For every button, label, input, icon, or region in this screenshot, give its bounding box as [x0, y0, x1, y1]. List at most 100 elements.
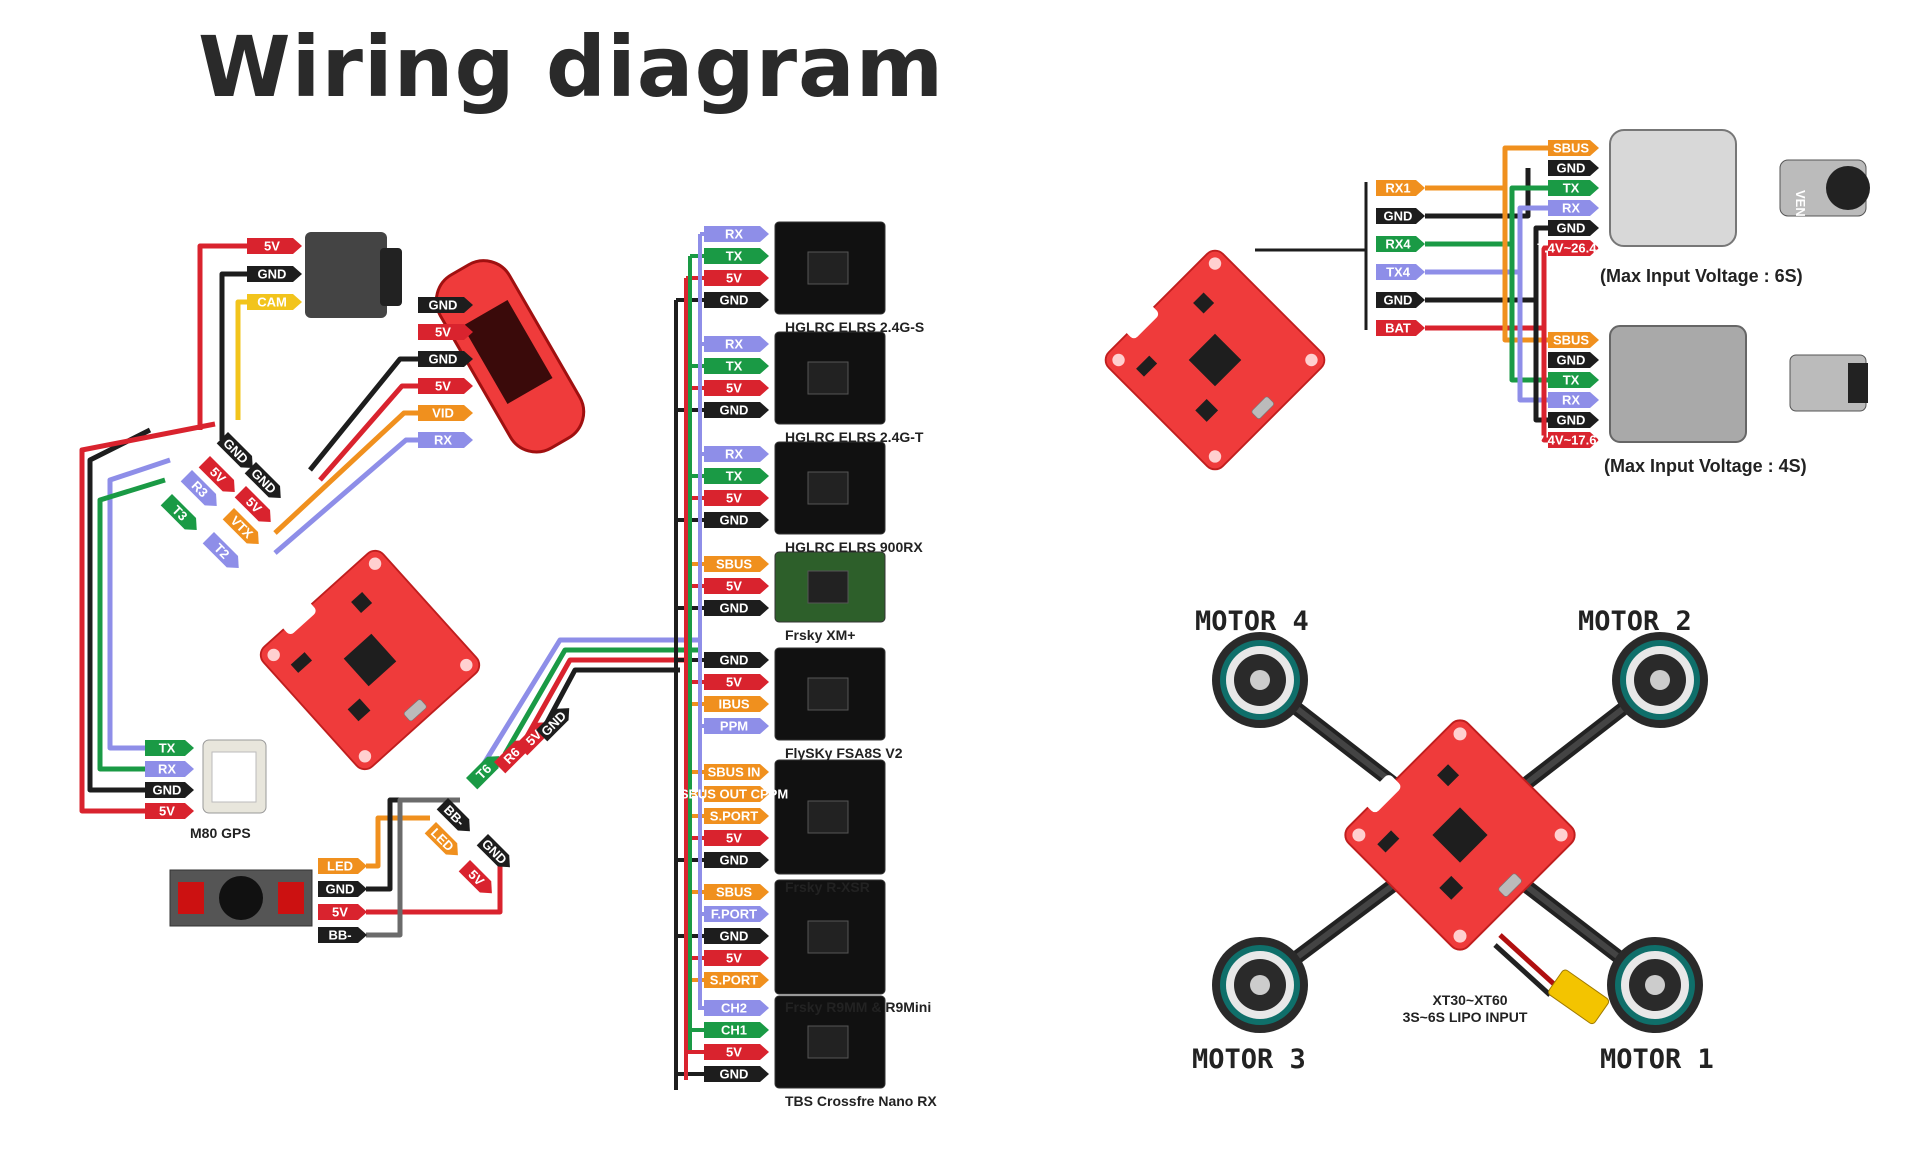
wire-tag: TX	[1548, 372, 1599, 388]
wire-tag-bg	[145, 740, 194, 756]
component-label: TBS Crossfre Nano RX	[785, 1093, 937, 1109]
wire-tag-bg	[160, 494, 197, 531]
wire-tag-bg	[202, 532, 239, 569]
wire-tag-bg	[418, 378, 473, 394]
wire-tag-bg	[1548, 160, 1599, 176]
wire-tag: 5V	[704, 674, 769, 690]
buzzer-horn	[219, 876, 263, 920]
receiver-2	[774, 331, 886, 425]
wire-tag: GND	[247, 266, 302, 282]
wire	[366, 797, 460, 938]
receiver-chip	[807, 677, 849, 711]
wire-tag-label: 5V	[726, 675, 742, 690]
wire-tag: GND	[704, 292, 769, 308]
wire-tag-label: GND	[429, 298, 458, 313]
wire-tag-label: 7.4V~17.6V	[1537, 433, 1606, 448]
wire-tag-bg	[1548, 140, 1599, 156]
xt-connector	[1548, 969, 1610, 1025]
wire-tag-label: TX4	[1386, 265, 1411, 280]
wire-tag-bg	[1376, 264, 1425, 280]
camera-brand: VENOM	[1793, 190, 1808, 238]
wire-tag-bg	[704, 852, 769, 868]
receiver-chip	[807, 251, 849, 285]
vtx-module	[434, 259, 586, 454]
wire-tag: PPM	[704, 718, 769, 734]
wire-tag-label: TX	[1563, 181, 1580, 196]
camera-lens	[380, 248, 402, 306]
wire	[219, 271, 247, 440]
wire-tag-bg	[318, 881, 367, 897]
wire	[522, 657, 690, 742]
receiver-7	[774, 879, 886, 995]
wire	[273, 437, 418, 555]
wire-tag-label: RX	[1562, 393, 1580, 408]
wire-tag: GND	[145, 782, 194, 798]
component-label: MOTOR 1	[1600, 1044, 1714, 1075]
xt-plug	[1548, 969, 1610, 1025]
wire-tag-bg	[704, 950, 769, 966]
wire-tag: SBUS	[1548, 140, 1599, 156]
wire-tag: GND	[418, 351, 473, 367]
wire	[79, 421, 216, 814]
fc-board	[249, 538, 485, 775]
wire-tag-bg	[704, 972, 769, 988]
wire-tag-bg	[247, 294, 302, 310]
wire-tag-bg	[234, 486, 271, 523]
wire-tag: LED	[318, 858, 367, 874]
wire-tag-label: IBUS	[718, 697, 749, 712]
wire-tag-label: RX	[158, 762, 176, 777]
component-label: (Max Input Voltage : 6S)	[1600, 266, 1803, 286]
wire-tag-bg	[418, 297, 473, 313]
wire-tag-label: 5V	[435, 325, 451, 340]
wire-tag-bg	[476, 834, 510, 868]
wire-tag-bg	[1548, 240, 1599, 256]
wire-tag: IBUS	[704, 696, 769, 712]
wire-tag-bg	[1548, 412, 1599, 428]
wire	[97, 477, 166, 772]
wire-tag-label: SBUS	[716, 885, 752, 900]
wire-tag-label: TX	[726, 469, 743, 484]
wire-tag: GND	[418, 297, 473, 313]
wire-tag-bg	[704, 402, 769, 418]
wire	[318, 383, 418, 482]
wire-tag-label: RX	[1562, 201, 1580, 216]
hd-air-unit-6s	[1609, 129, 1870, 247]
wire-tag-bg	[1376, 292, 1425, 308]
component-label: HGLRC ELRS 2.4G-T	[785, 429, 924, 445]
wire-tag-label: GND	[1384, 293, 1413, 308]
wire-tag: RX	[704, 336, 769, 352]
wire-tag: BAT	[1376, 320, 1425, 336]
component-label: MOTOR 3	[1192, 1044, 1306, 1075]
wire	[1425, 205, 1548, 275]
wire-tag-label: F.PORT	[711, 907, 757, 922]
wire-tag-bg	[1548, 220, 1599, 236]
wire-tag-bg	[247, 238, 302, 254]
wire-tag-label: GND	[1557, 353, 1586, 368]
wire-tag-bg	[704, 884, 769, 900]
wire-tag-bg	[216, 432, 253, 469]
wire-tag-label: CH1	[721, 1023, 747, 1038]
component-label: Frsky R-XSR	[785, 879, 870, 895]
wire-tag: T6	[466, 756, 500, 790]
wire-tag-label: GND	[1557, 161, 1586, 176]
wire-tag-label: PPM	[720, 719, 748, 734]
wire-tag-bg	[704, 358, 769, 374]
wire-tag-bg	[436, 798, 470, 832]
buzzer	[169, 869, 313, 927]
wire-tag-bg	[704, 1066, 769, 1082]
motor-bell	[1612, 632, 1708, 728]
vtx-shield	[462, 300, 553, 404]
wire-tag-label: SBUS OUT CPPM	[680, 787, 788, 802]
wire-tag: RX	[1548, 392, 1599, 408]
wire	[1425, 225, 1548, 303]
wire-tag: 5V	[704, 1044, 769, 1060]
wire-tag: RX	[1548, 200, 1599, 216]
wire-tag-bg	[704, 336, 769, 352]
buzzer-led-right	[278, 882, 304, 914]
motor-bell	[1607, 937, 1703, 1033]
wire-tag-bg	[704, 446, 769, 462]
wire-tag-label: RX	[725, 227, 743, 242]
wire	[1425, 245, 1548, 331]
wire-tag-bg	[198, 456, 235, 493]
wire-tag: T2	[202, 532, 239, 569]
